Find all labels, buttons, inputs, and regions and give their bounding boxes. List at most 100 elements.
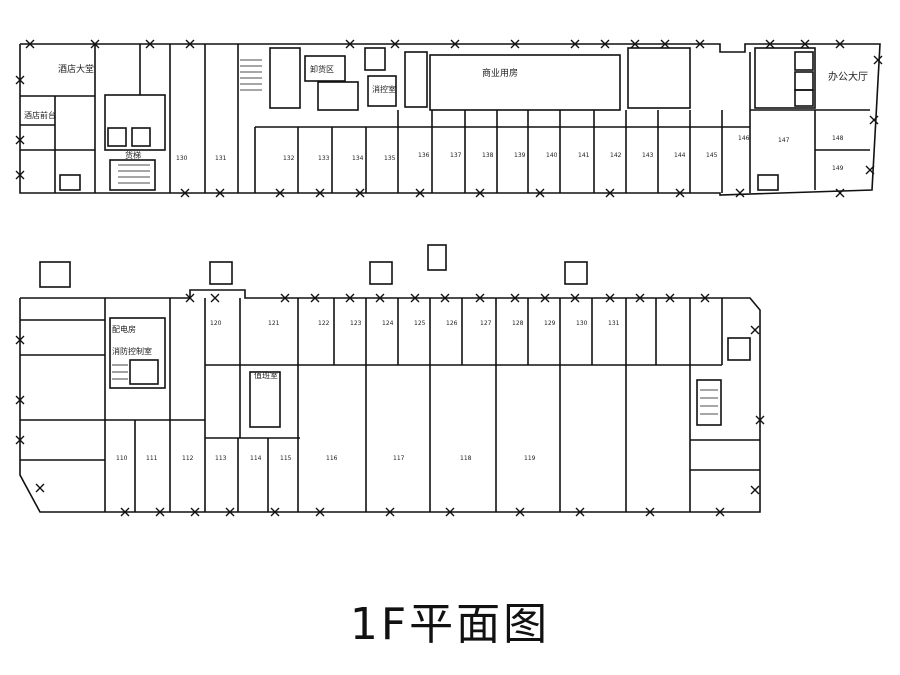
unit-number-label: 136 <box>418 152 430 159</box>
door-marker-icon <box>835 188 845 198</box>
door-marker-icon <box>540 293 550 303</box>
door-marker-icon <box>315 507 325 517</box>
door-marker-icon <box>90 39 100 49</box>
unit-number-label: 133 <box>318 155 330 162</box>
unit-number-label: 137 <box>450 152 462 159</box>
door-marker-icon <box>120 507 130 517</box>
upper-building-block <box>19 43 881 196</box>
unit-number-label: 113 <box>215 455 227 462</box>
door-marker-icon <box>450 39 460 49</box>
door-marker-icon <box>510 39 520 49</box>
door-marker-icon <box>280 293 290 303</box>
door-marker-icon <box>475 293 485 303</box>
lower-building-block <box>19 244 761 513</box>
door-marker-icon <box>15 335 25 345</box>
unit-number-label: 111 <box>146 455 158 462</box>
door-marker-icon <box>225 507 235 517</box>
door-marker-icon <box>275 188 285 198</box>
commercial-room-label: 商业用房 <box>482 67 518 79</box>
door-marker-icon <box>445 507 455 517</box>
door-marker-icon <box>15 135 25 145</box>
unit-number-label: 132 <box>283 155 295 162</box>
fire-control-room-label: 消防控制室 <box>112 346 152 356</box>
door-marker-icon <box>535 188 545 198</box>
freight-lift-label: 货梯 <box>125 150 141 160</box>
fire-control-label: 消控室 <box>372 84 396 94</box>
duty-room-label: 值班室 <box>254 370 278 380</box>
door-marker-icon <box>35 483 45 493</box>
unit-number-label: 115 <box>280 455 292 462</box>
door-marker-icon <box>695 39 705 49</box>
door-marker-icon <box>185 39 195 49</box>
door-marker-icon <box>270 507 280 517</box>
door-marker-icon <box>630 39 640 49</box>
unit-number-label: 145 <box>706 152 718 159</box>
plan-caption: 1F平面图 <box>349 599 551 650</box>
door-marker-icon <box>873 55 883 65</box>
unit-number-label: 127 <box>480 320 492 327</box>
office-hall-label: 办公大厅 <box>828 70 868 83</box>
door-marker-icon <box>750 485 760 495</box>
unit-number-label: 147 <box>778 137 790 144</box>
unit-number-label: 118 <box>460 455 472 462</box>
unit-number-label: 149 <box>832 165 844 172</box>
unit-number-label: 120 <box>210 320 222 327</box>
unit-number-label: 128 <box>512 320 524 327</box>
door-marker-icon <box>869 115 879 125</box>
door-marker-icon <box>675 188 685 198</box>
door-marker-icon <box>415 188 425 198</box>
unit-number-label: 131 <box>608 320 620 327</box>
door-marker-icon <box>15 170 25 180</box>
door-marker-icon <box>210 293 220 303</box>
door-marker-icon <box>315 188 325 198</box>
door-marker-icon <box>600 39 610 49</box>
door-marker-icon <box>345 293 355 303</box>
door-marker-icon <box>390 39 400 49</box>
unit-number-label: 114 <box>250 455 262 462</box>
door-marker-icon <box>15 395 25 405</box>
unit-number-label: 142 <box>610 152 622 159</box>
door-marker-icon <box>145 39 155 49</box>
unit-number-label: 122 <box>318 320 330 327</box>
door-markers <box>15 39 883 517</box>
door-marker-icon <box>355 188 365 198</box>
door-marker-icon <box>765 39 775 49</box>
door-marker-icon <box>575 507 585 517</box>
power-room-label: 配电房 <box>112 324 136 334</box>
door-marker-icon <box>755 415 765 425</box>
door-marker-icon <box>660 39 670 49</box>
door-marker-icon <box>180 188 190 198</box>
unit-number-label: 130 <box>576 320 588 327</box>
door-marker-icon <box>715 507 725 517</box>
unit-number-label: 124 <box>382 320 394 327</box>
hotel-lobby-label: 酒店大堂 <box>58 63 94 75</box>
unit-number-label: 123 <box>350 320 362 327</box>
door-marker-icon <box>735 188 745 198</box>
unit-number-label: 141 <box>578 152 590 159</box>
door-marker-icon <box>385 507 395 517</box>
unit-number-label: 135 <box>384 155 396 162</box>
door-marker-icon <box>440 293 450 303</box>
door-marker-icon <box>190 507 200 517</box>
unit-number-label: 119 <box>524 455 536 462</box>
door-marker-icon <box>345 39 355 49</box>
unit-number-label: 129 <box>544 320 556 327</box>
unit-number-label: 130 <box>176 155 188 162</box>
door-marker-icon <box>605 188 615 198</box>
door-marker-icon <box>155 507 165 517</box>
unit-number-label: 126 <box>446 320 458 327</box>
door-marker-icon <box>25 39 35 49</box>
door-marker-icon <box>15 75 25 85</box>
door-marker-icon <box>570 293 580 303</box>
unit-number-label: 110 <box>116 455 128 462</box>
door-marker-icon <box>570 39 580 49</box>
door-marker-icon <box>645 507 655 517</box>
door-marker-icon <box>215 188 225 198</box>
unloading-area-label: 卸货区 <box>310 64 334 74</box>
unit-number-label: 121 <box>268 320 280 327</box>
unit-number-label: 144 <box>674 152 686 159</box>
